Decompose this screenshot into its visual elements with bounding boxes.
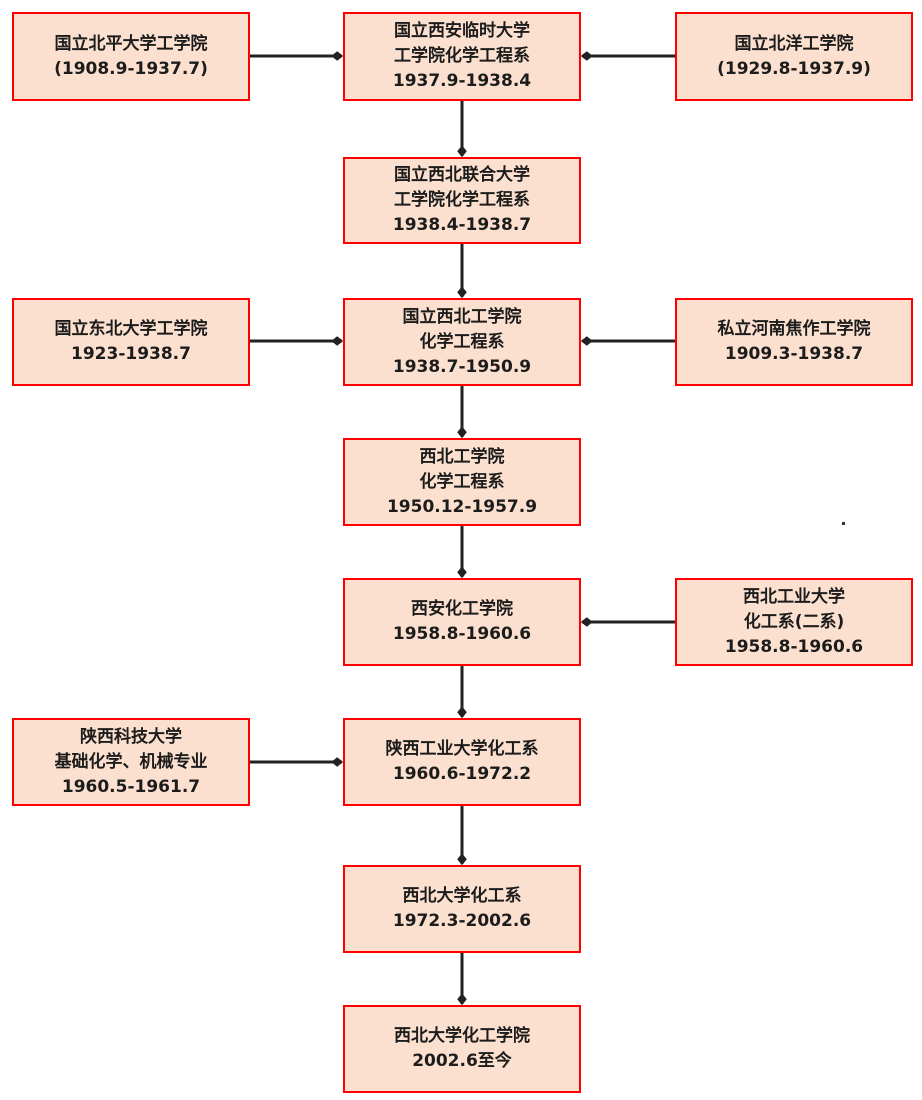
node-beiyang-engineering: 国立北洋工学院 (1929.8-1937.9) (675, 12, 913, 101)
node-line: 1950.12-1957.9 (386, 496, 538, 517)
node-line: 1972.3-2002.6 (392, 911, 532, 931)
node-line: 1938.4-1938.7 (392, 215, 532, 235)
node-beiping-engineering: 国立北平大学工学院 (1908.9-1937.7) (12, 12, 250, 101)
node-line: 国立北平大学工学院 (54, 33, 208, 54)
node-line: (1908.9-1937.7) (54, 58, 208, 79)
node-line: 基础化学、机械专业 (54, 751, 208, 772)
node-northeast-engineering: 国立东北大学工学院 1923-1938.7 (12, 298, 250, 386)
node-line: 1960.5-1961.7 (61, 776, 201, 797)
node-line: 西北大学化工学院 (394, 1026, 530, 1046)
node-xian-temporary-university: 国立西安临时大学 工学院化学工程系 1937.9-1938.4 (343, 12, 581, 101)
node-line: 西北工业大学 (743, 586, 845, 607)
node-shaanxi-industrial-university: 陕西工业大学化工系 1960.6-1972.2 (343, 718, 581, 806)
node-line: 1960.6-1972.2 (392, 764, 532, 784)
node-northwest-engineering: 西北工学院 化学工程系 1950.12-1957.9 (343, 438, 581, 526)
node-shaanxi-sci-tech: 陕西科技大学 基础化学、机械专业 1960.5-1961.7 (12, 718, 250, 806)
node-line: 陕西科技大学 (80, 726, 182, 747)
node-xian-chemical-engineering: 西安化工学院 1958.8-1960.6 (343, 578, 581, 666)
node-line: 西北工学院 (419, 446, 505, 467)
node-line: 国立东北大学工学院 (54, 319, 208, 339)
node-line: 国立西北联合大学 (394, 165, 530, 185)
node-henan-jiaozuo-engineering: 私立河南焦作工学院 1909.3-1938.7 (675, 298, 913, 386)
node-nwu-chemical-dept: 西北大学化工系 1972.3-2002.6 (343, 865, 581, 953)
node-line: 国立西北工学院 (402, 306, 522, 327)
node-line: 工学院化学工程系 (394, 46, 530, 66)
node-line: 1938.7-1950.9 (392, 356, 532, 377)
node-northwestern-polytechnical: 西北工业大学 化工系(二系) 1958.8-1960.6 (675, 578, 913, 666)
node-line: 国立西安临时大学 (394, 21, 530, 41)
node-line: 陕西工业大学化工系 (385, 739, 539, 759)
node-line: 化学工程系 (419, 331, 505, 352)
node-line: 化学工程系 (419, 471, 505, 492)
node-line: 1909.3-1938.7 (724, 344, 864, 364)
stray-dot (842, 522, 845, 525)
node-nwu-chemical-school: 西北大学化工学院 2002.6至今 (343, 1005, 581, 1093)
node-line: 1958.8-1960.6 (724, 636, 864, 657)
node-line: 1937.9-1938.4 (392, 71, 532, 91)
node-line: 2002.6至今 (412, 1051, 512, 1071)
node-national-northwest-engineering: 国立西北工学院 化学工程系 1938.7-1950.9 (343, 298, 581, 386)
node-line: 国立北洋工学院 (734, 33, 854, 54)
node-line: 私立河南焦作工学院 (717, 319, 871, 339)
node-northwest-associated-university: 国立西北联合大学 工学院化学工程系 1938.4-1938.7 (343, 157, 581, 244)
node-line: (1929.8-1937.9) (717, 58, 871, 79)
node-line: 1923-1938.7 (71, 344, 191, 364)
node-line: 工学院化学工程系 (394, 190, 530, 210)
node-line: 化工系(二系) (743, 611, 845, 632)
node-line: 1958.8-1960.6 (392, 624, 532, 644)
node-line: 西安化工学院 (411, 599, 513, 619)
node-line: 西北大学化工系 (402, 886, 522, 906)
